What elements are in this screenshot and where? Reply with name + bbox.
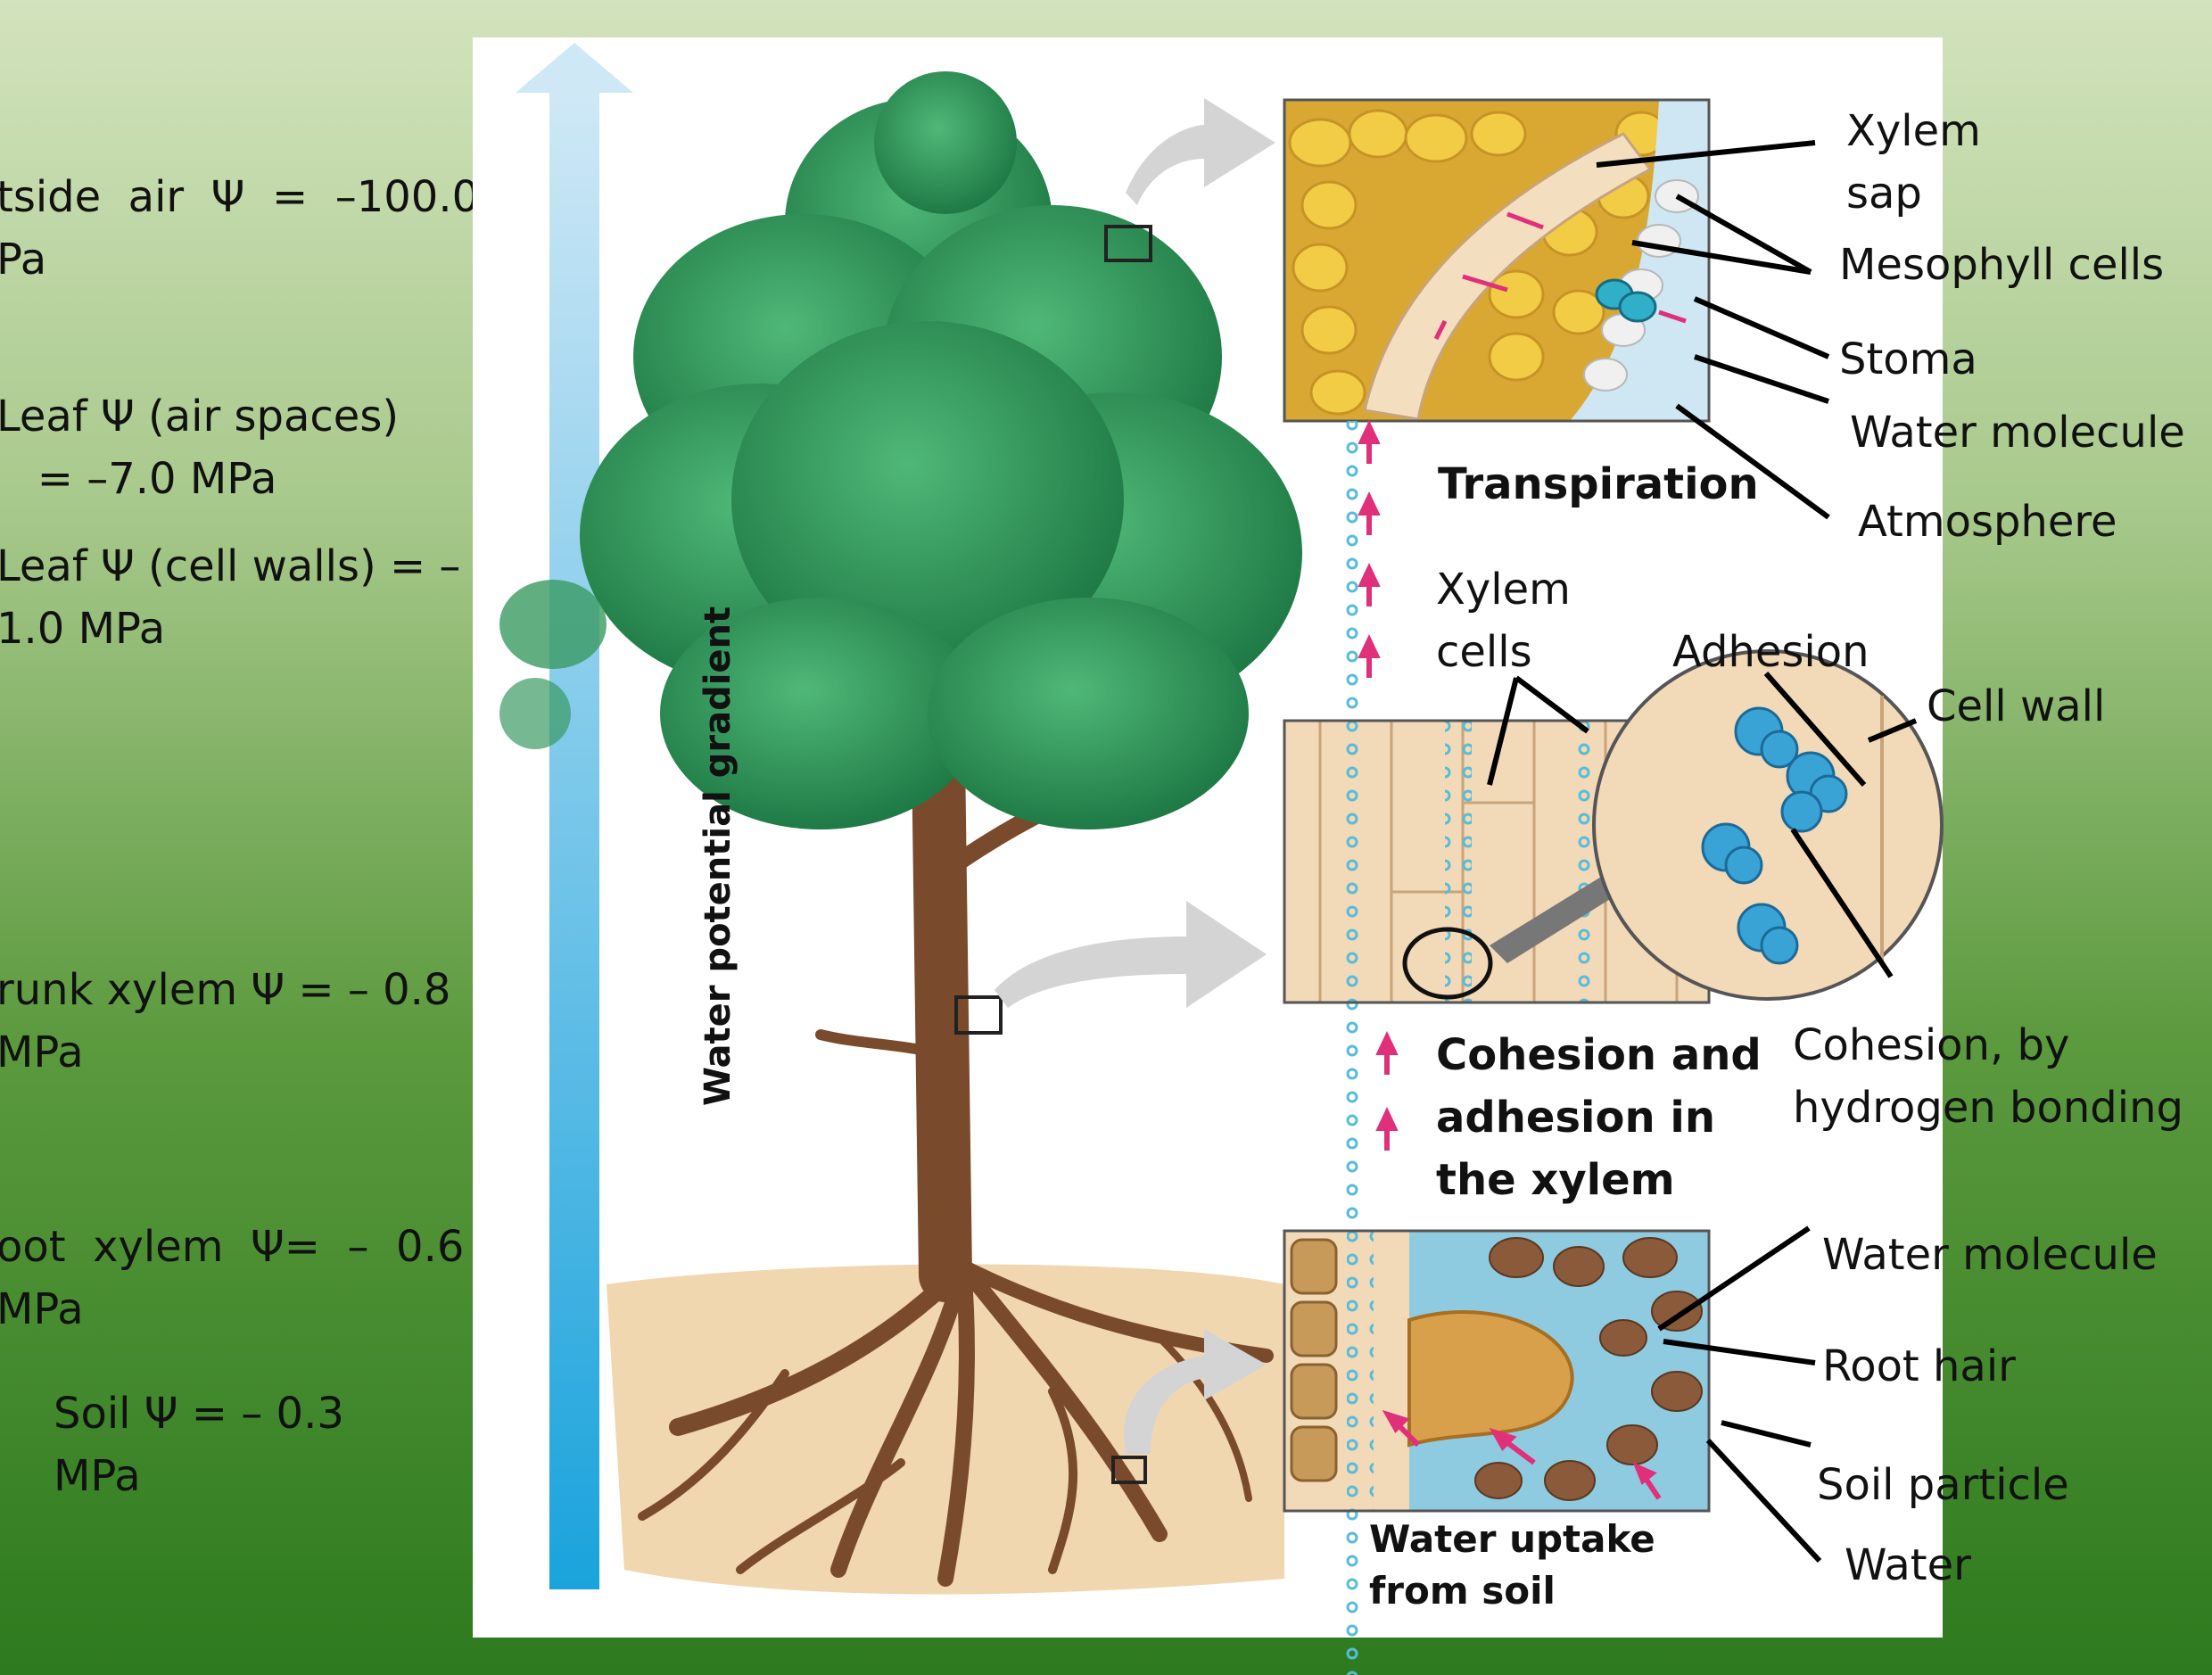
adhesion-label: Adhesion: [1672, 627, 1869, 677]
leaf-magnify-box: [1104, 225, 1152, 262]
xylem-cells-label: Xylem cells: [1436, 565, 1571, 677]
xylem-sap-label: Xylem sap: [1846, 106, 1981, 219]
leader-lines: [1487, 140, 1918, 1564]
transpiration-title: Transpiration: [1438, 459, 1759, 509]
root-magnify-box: [1111, 1456, 1147, 1484]
cohesion-bonding-label: Cohesion, by hydrogen bonding: [1793, 1020, 2183, 1133]
atmosphere-label: Atmosphere: [1858, 497, 2117, 547]
tree-canopy: [499, 71, 1302, 829]
zoom-arrows: [995, 98, 1275, 1454]
upward-flow-arrows: [1358, 419, 1399, 1151]
water-potential-gradient-label: Water potential gradient: [697, 606, 739, 1107]
root-xylem-label: oot xylem Ψ= – 0.6 MPa: [0, 1222, 465, 1334]
soil-area: [607, 1264, 1284, 1595]
soil-label: Soil Ψ = – 0.3 MPa: [54, 1389, 344, 1501]
stoma-label: Stoma: [1839, 334, 1977, 384]
trunk-magnify-box: [954, 995, 1003, 1035]
leaf-cross-section-panel: [1283, 98, 1711, 423]
leaf-air-spaces-label: Leaf Ψ (air spaces) = –7.0 MPa: [0, 392, 400, 504]
water-molecule-bottom-label: Water molecule: [1822, 1230, 2158, 1280]
leaf-cell-walls-label: Leaf Ψ (cell walls) = – 1.0 MPa: [0, 541, 461, 654]
cohesion-title: Cohesion and adhesion in the xylem: [1436, 1030, 1762, 1205]
roots: [638, 1258, 1274, 1587]
mesophyll-cells-label: Mesophyll cells: [1839, 240, 2165, 290]
trunk-xylem-label: runk xylem Ψ = – 0.8 MPa: [0, 965, 451, 1077]
adhesion-magnified-circle: [1592, 649, 1944, 1001]
root-hair-label: Root hair: [1822, 1341, 2016, 1391]
soil-particle-label: Soil particle: [1817, 1460, 2069, 1510]
uptake-title: Water uptake from soil: [1369, 1517, 1655, 1613]
water-potential-gradient-arrow: [516, 43, 633, 1589]
water-molecule-top-label: Water molecule: [1850, 408, 2185, 458]
water-label: Water: [1845, 1540, 1971, 1590]
cell-wall-label: Cell wall: [1927, 681, 2106, 731]
root-cross-section-panel: [1283, 1229, 1711, 1513]
outside-air-label: tside air Ψ = –100.0 Pa: [0, 172, 480, 285]
